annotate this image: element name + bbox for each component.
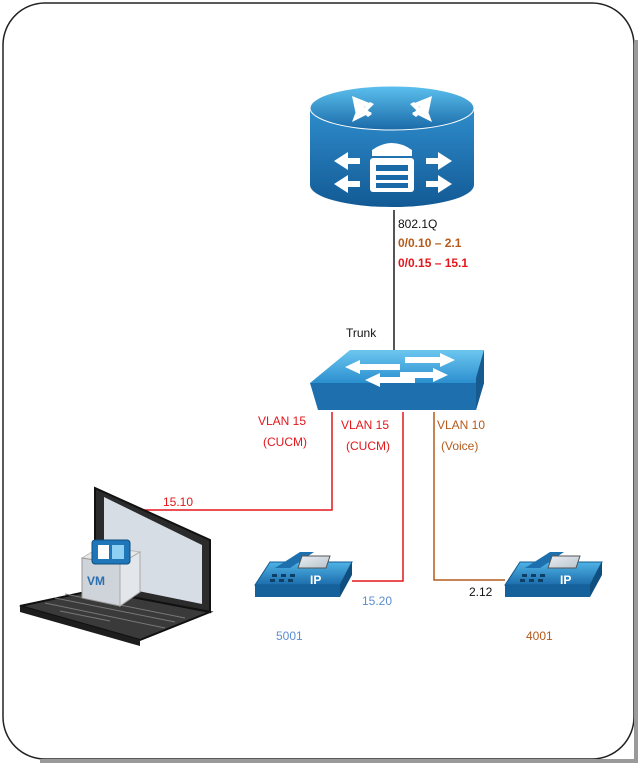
encap-label: 802.1Q (398, 217, 437, 231)
phone-5001-badge: IP (310, 573, 321, 587)
phone-4001-ip: 2.12 (469, 585, 493, 599)
port-vlan10-name: (Voice) (441, 439, 478, 453)
phone-4001-extension: 4001 (526, 629, 553, 643)
trunk-label: Trunk (346, 326, 377, 340)
ip-phone-5001-icon[interactable] (254, 552, 353, 597)
phone-5001-extension: 5001 (276, 629, 303, 643)
port-vlan15-laptop-name: (CUCM) (263, 435, 307, 449)
subif-cucm-label: 0/0.15 – 15.1 (398, 256, 468, 270)
laptop-ip-label: 15.10 (163, 495, 193, 509)
vm-icon[interactable] (80, 539, 142, 607)
switch-icon[interactable] (310, 350, 484, 410)
link-phone4001-vlan10 (433, 412, 505, 581)
port-vlan15-phone-name: (CUCM) (346, 439, 390, 453)
router-icon[interactable] (309, 85, 475, 207)
phone-5001-ip: 15.20 (362, 594, 392, 608)
subif-voice-label: 0/0.10 – 2.1 (398, 236, 462, 250)
vm-label: VM (87, 574, 105, 588)
ip-phone-4001-icon[interactable] (504, 552, 603, 597)
link-phone5001-vlan15 (352, 412, 404, 582)
port-vlan15-laptop-vlan: VLAN 15 (258, 414, 306, 428)
frame-shadow-bottom (40, 759, 638, 763)
port-vlan10-vlan: VLAN 10 (437, 418, 485, 432)
phone-4001-badge: IP (560, 573, 571, 587)
port-vlan15-phone-vlan: VLAN 15 (341, 418, 389, 432)
frame-shadow-right (634, 40, 638, 760)
